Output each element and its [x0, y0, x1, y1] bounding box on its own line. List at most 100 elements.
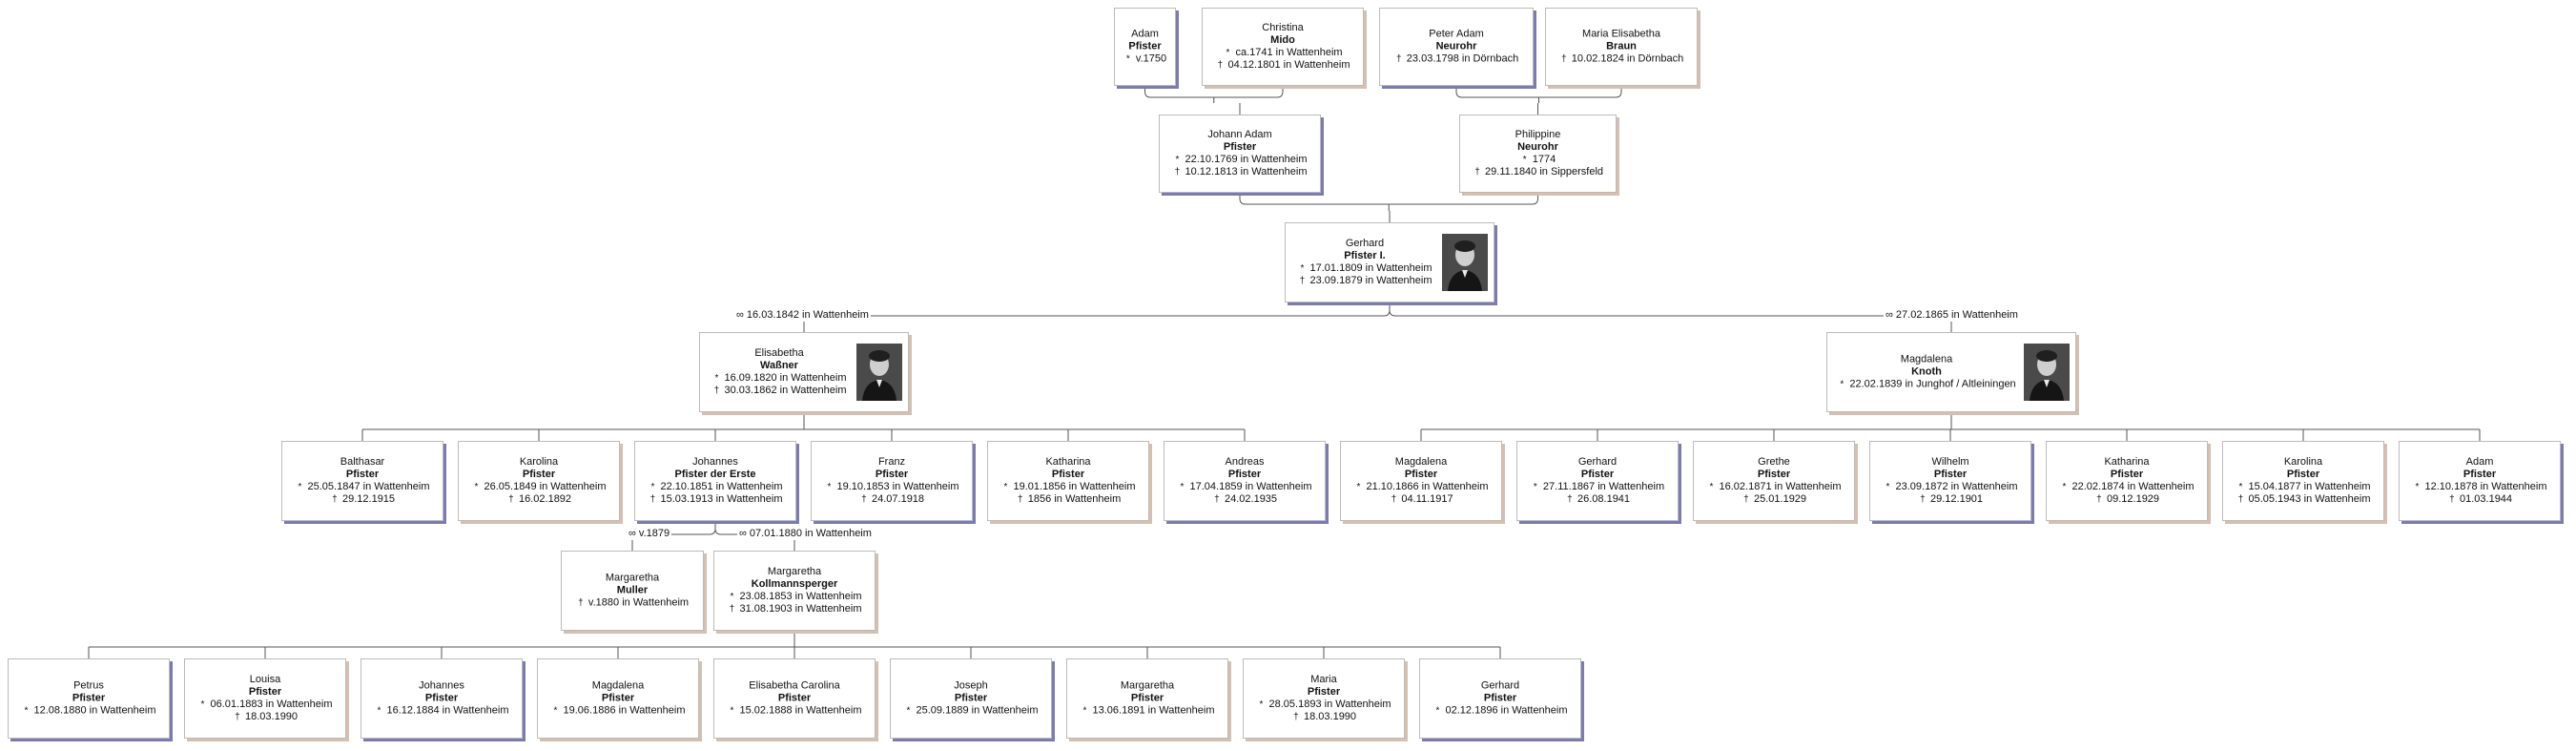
surname: Neurohr: [1517, 141, 1558, 153]
surname: Waßner: [760, 360, 798, 371]
surname: Pfister: [72, 692, 106, 704]
death-line: † 05.05.1943 in Wattenheim: [2227, 493, 2380, 506]
birth-symbol-icon: *: [474, 482, 479, 492]
death-line: † 18.03.1990: [189, 711, 341, 723]
death-date: 04.12.1801 in Wattenheim: [1225, 59, 1350, 71]
birth-date: 26.05.1849 in Wattenheim: [481, 481, 607, 492]
birth-date: 19.10.1853 in Wattenheim: [834, 481, 959, 492]
death-date: 15.03.1913 in Wattenheim: [657, 493, 783, 505]
surname: Pfister: [248, 686, 282, 698]
death-line: † 10.12.1813 in Wattenheim: [1164, 166, 1316, 178]
given-name: Adam: [1131, 28, 1159, 40]
death-line: † 04.11.1917: [1345, 493, 1497, 506]
given-name: Johann Adam: [1207, 129, 1272, 140]
birth-date: 22.02.1839 in Junghof / Altleiningen: [1846, 378, 2016, 390]
death-date: 29.11.1840 in Sippersfeld: [1482, 166, 1603, 177]
death-symbol-icon: †: [508, 494, 514, 505]
birth-symbol-icon: *: [1435, 705, 1440, 717]
death-symbol-icon: †: [578, 597, 584, 609]
surname: Pfister I.: [1344, 250, 1386, 261]
birth-date: 17.01.1809 in Wattenheim: [1307, 262, 1432, 274]
marriage-date-label: ∞ v.1879: [627, 528, 672, 540]
given-name: Karolina: [519, 456, 559, 468]
surname: Pfister der Erste: [674, 469, 756, 480]
given-name: Gerhard: [1480, 679, 1520, 692]
surname: Pfister: [1227, 469, 1262, 480]
given-name: Franz: [877, 456, 906, 468]
given-name: Maria: [1310, 674, 1337, 685]
marriage-line: [1389, 309, 1952, 332]
birth-date: 17.04.1859 in Wattenheim: [1186, 481, 1312, 492]
given-name: Grethe: [1758, 456, 1790, 468]
given-name: Philippine: [1515, 129, 1561, 140]
death-line: † 18.03.1990: [1247, 711, 1400, 723]
birth-symbol-icon: *: [1259, 699, 1264, 710]
surname: Pfister: [2286, 469, 2320, 480]
birth-line: * 12.10.1878 in Wattenheim: [2403, 481, 2556, 493]
marriage-symbol-icon: ∞: [739, 528, 750, 539]
birth-line: * ca.1741 in Wattenheim: [1206, 47, 1359, 59]
death-symbol-icon: †: [1299, 276, 1306, 286]
birth-line: * 23.09.1872 in Wattenheim: [1874, 481, 2027, 493]
birth-date: 13.06.1891 in Wattenheim: [1089, 704, 1215, 717]
death-line: † 04.12.1801 in Wattenheim: [1206, 59, 1359, 72]
birth-symbol-icon: *: [1125, 53, 1130, 65]
surname: Pfister: [1483, 692, 1517, 704]
death-date: 16.02.1892: [515, 493, 572, 505]
birth-line: * 25.09.1889 in Wattenheim: [895, 705, 1047, 718]
birth-symbol-icon: *: [730, 705, 734, 717]
couple-join: [1455, 91, 1622, 98]
marriage-date: 27.02.1865 in Wattenheim: [1895, 309, 2018, 321]
birth-date: 15.04.1877 in Wattenheim: [2245, 481, 2371, 492]
death-line: † 29.12.1915: [286, 493, 439, 506]
surname: Pfister: [1404, 469, 1438, 480]
given-name: Joseph: [954, 679, 988, 692]
marriage-date-label: ∞ 16.03.1842 in Wattenheim: [734, 309, 871, 322]
death-line: † 24.02.1935: [1168, 493, 1321, 506]
marriage-symbol-icon: ∞: [629, 528, 639, 539]
marriage-date: 16.03.1842 in Wattenheim: [746, 309, 869, 321]
given-name: Magdalena: [1394, 456, 1448, 468]
surname: Pfister: [1307, 686, 1341, 698]
